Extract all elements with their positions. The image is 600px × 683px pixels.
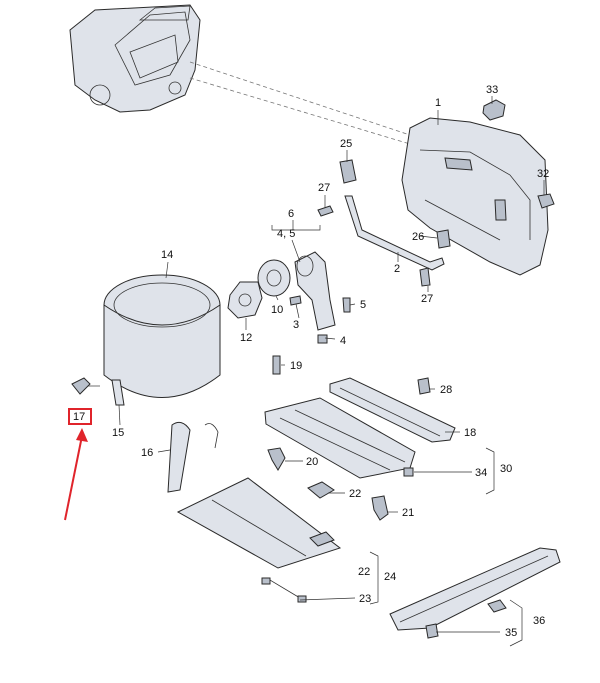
sill-trim-part-36 <box>389 547 561 631</box>
callout-30: 30 <box>500 463 512 475</box>
callout-22b: 22 <box>358 566 370 578</box>
callout-35: 35 <box>505 627 517 639</box>
callout-34: 34 <box>475 467 487 479</box>
side-trim-panel <box>401 117 549 276</box>
strap-part-15 <box>111 379 125 406</box>
callout-10: 10 <box>271 304 283 316</box>
rod-part-2 <box>344 195 445 271</box>
highlight-annotation <box>64 408 92 521</box>
callout-4-5: 4, 5 <box>277 228 295 240</box>
callout-3: 3 <box>293 319 299 331</box>
bracket-part-26 <box>436 229 451 249</box>
nut-part-4 <box>317 334 328 344</box>
callout-6: 6 <box>288 208 294 220</box>
clip-part-17 <box>71 377 100 395</box>
callout-27a: 27 <box>318 182 330 194</box>
callout-1: 1 <box>435 97 441 109</box>
hub-part-10 <box>257 259 291 297</box>
callout-2: 2 <box>394 263 400 275</box>
hook-part-20 <box>267 447 286 471</box>
callout-28: 28 <box>440 384 452 396</box>
callout-33: 33 <box>486 84 498 96</box>
clip-part-32 <box>537 193 555 209</box>
floor-panel-part-24 <box>176 477 342 569</box>
bolt-part-27a <box>317 205 334 217</box>
callout-14: 14 <box>161 249 173 261</box>
callout-19: 19 <box>290 360 302 372</box>
callout-17: 17 <box>73 411 85 423</box>
callout-21: 21 <box>402 507 414 519</box>
bracket-part-25 <box>339 159 357 184</box>
leader-lines <box>118 96 545 647</box>
screw-part-19 <box>272 355 281 375</box>
callout-24: 24 <box>384 571 396 583</box>
flange-part-12 <box>227 281 263 319</box>
screw-part-5 <box>342 297 351 313</box>
clip-part-33 <box>482 99 506 121</box>
strap-part-16 <box>167 421 219 493</box>
callout-12: 12 <box>240 332 252 344</box>
bolt-part-27b <box>419 267 431 287</box>
callout-32: 32 <box>537 168 549 180</box>
callout-22a: 22 <box>349 488 361 500</box>
bracket-part-3 <box>294 251 336 331</box>
clip-part-22a <box>307 481 335 499</box>
callout-20: 20 <box>306 456 318 468</box>
screw-part-3 <box>289 295 302 306</box>
callout-27b: 27 <box>421 293 433 305</box>
screw-part-28 <box>417 377 431 395</box>
callout-4: 4 <box>340 335 346 347</box>
callout-16: 16 <box>141 447 153 459</box>
spare-wheel-well-part-14 <box>103 274 221 398</box>
callout-23: 23 <box>359 593 371 605</box>
callout-labels: 1 33 32 25 27 26 2 27 6 4, 5 10 3 4 5 12… <box>73 84 549 639</box>
callout-25: 25 <box>340 138 352 150</box>
highlight-arrow <box>64 435 83 521</box>
clip-part-34 <box>403 467 414 477</box>
arrow-head-icon <box>76 428 88 442</box>
callout-18: 18 <box>464 427 476 439</box>
callout-36: 36 <box>533 615 545 627</box>
hook-part-21 <box>371 495 389 521</box>
highlight-box <box>68 408 92 425</box>
callout-15: 15 <box>112 427 124 439</box>
rail-part-18 <box>329 377 456 443</box>
strap-part-23 <box>261 577 307 603</box>
vehicle-overview-illustration <box>69 4 201 113</box>
clip-part-35 <box>425 623 439 639</box>
callout-5: 5 <box>360 299 366 311</box>
callout-26: 26 <box>412 231 424 243</box>
